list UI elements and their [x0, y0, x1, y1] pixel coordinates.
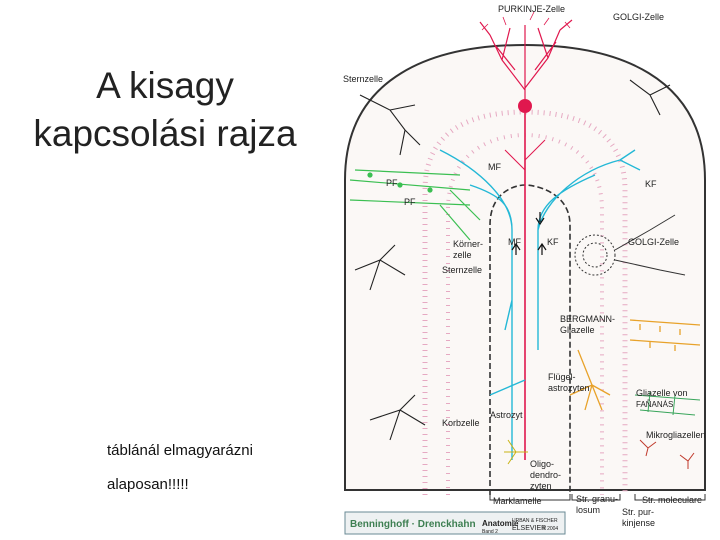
microglia: [639, 439, 695, 469]
publisher-2: ELSEVIER: [512, 525, 546, 532]
label-pf-2: PF: [404, 197, 416, 207]
astrocyte: [504, 439, 528, 465]
label-golgi-top: GOLGI-Zelle: [613, 12, 664, 22]
fananas-glia: [634, 391, 701, 416]
golgi-cell-cluster: [574, 214, 686, 276]
label-mf-top: MF: [488, 162, 501, 172]
book-subtitle: Anatomie: [482, 519, 519, 528]
kf-arrow: [537, 242, 547, 255]
label-koerner-1: Körner-: [453, 239, 483, 249]
label-fananas-1: Gliazelle von: [636, 388, 688, 398]
label-kf-top: KF: [645, 179, 657, 189]
title-line-1: A kisagy: [96, 65, 234, 106]
purkinje-dendrite-tree: [479, 11, 573, 105]
bergmann-glia: [569, 319, 701, 411]
label-granulosum-2: losum: [576, 505, 600, 515]
label-koerner-2: zelle: [453, 250, 472, 260]
label-bergmann-1: BERGMANN-: [560, 314, 615, 324]
label-purkinjense-2: kinjense: [622, 518, 655, 528]
label-moleculare: Str. moleculare: [642, 495, 702, 505]
label-sternzelle-mid: Sternzelle: [442, 265, 482, 275]
note-line-2: alaposan!!!!!: [107, 476, 189, 493]
mf-arrow: [511, 242, 521, 255]
book-volume: Band 2: [482, 529, 498, 535]
label-fluegel-1: Flügel-: [548, 372, 576, 382]
label-oligo-2: dendro-: [530, 470, 561, 480]
cerebellum-circuit-diagram: PURKINJE-Zelle GOLGI-Zelle Sternzelle MF…: [343, 4, 706, 535]
label-purkinjense-1: Str. pur-: [622, 507, 654, 517]
label-fananas-2: FAÑANÁS: [636, 400, 673, 409]
label-fluegel-2: astrozyten: [548, 383, 590, 393]
slide-title: A kisagy kapcsolási rajza: [10, 62, 320, 158]
mossy-fibers: [439, 149, 641, 460]
label-mf-mid: MF: [508, 237, 521, 247]
publisher-1: URBAN & FISCHER: [512, 518, 558, 524]
book-credit-bar: [344, 511, 566, 535]
label-pf-1: PF: [386, 178, 398, 188]
label-oligo-1: Oligo-: [530, 459, 554, 469]
label-mikroglia: Mikrogliazellen: [646, 430, 706, 440]
label-oligo-3: zyten: [530, 481, 552, 491]
label-marklamelle: Marklamelle: [493, 496, 542, 506]
left-neurons: [354, 79, 671, 441]
publisher-year: © 2004: [542, 525, 558, 532]
title-line-2: kapcsolási rajza: [33, 113, 297, 154]
label-bergmann-2: Gliazelle: [560, 325, 595, 335]
label-kf-mid: KF: [547, 237, 559, 247]
label-korbzelle: Korbzelle: [442, 418, 480, 428]
purkinje-soma: [518, 99, 532, 113]
center-arrow: [535, 212, 545, 226]
label-golgi-right: GOLGI-Zelle: [628, 237, 679, 247]
label-astrozyt: Astrozyt: [490, 410, 523, 420]
layer-brackets: [489, 494, 706, 501]
label-granulosum-1: Str. granu-: [576, 494, 618, 504]
parallel-fibers: [349, 169, 481, 241]
note-line-1: táblánál elmagyarázni: [107, 442, 253, 459]
label-sternzelle-top: Sternzelle: [343, 74, 383, 84]
label-purkinje: PURKINJE-Zelle: [498, 4, 565, 14]
book-title: Benninghoff · Drenckhahn: [350, 519, 476, 530]
